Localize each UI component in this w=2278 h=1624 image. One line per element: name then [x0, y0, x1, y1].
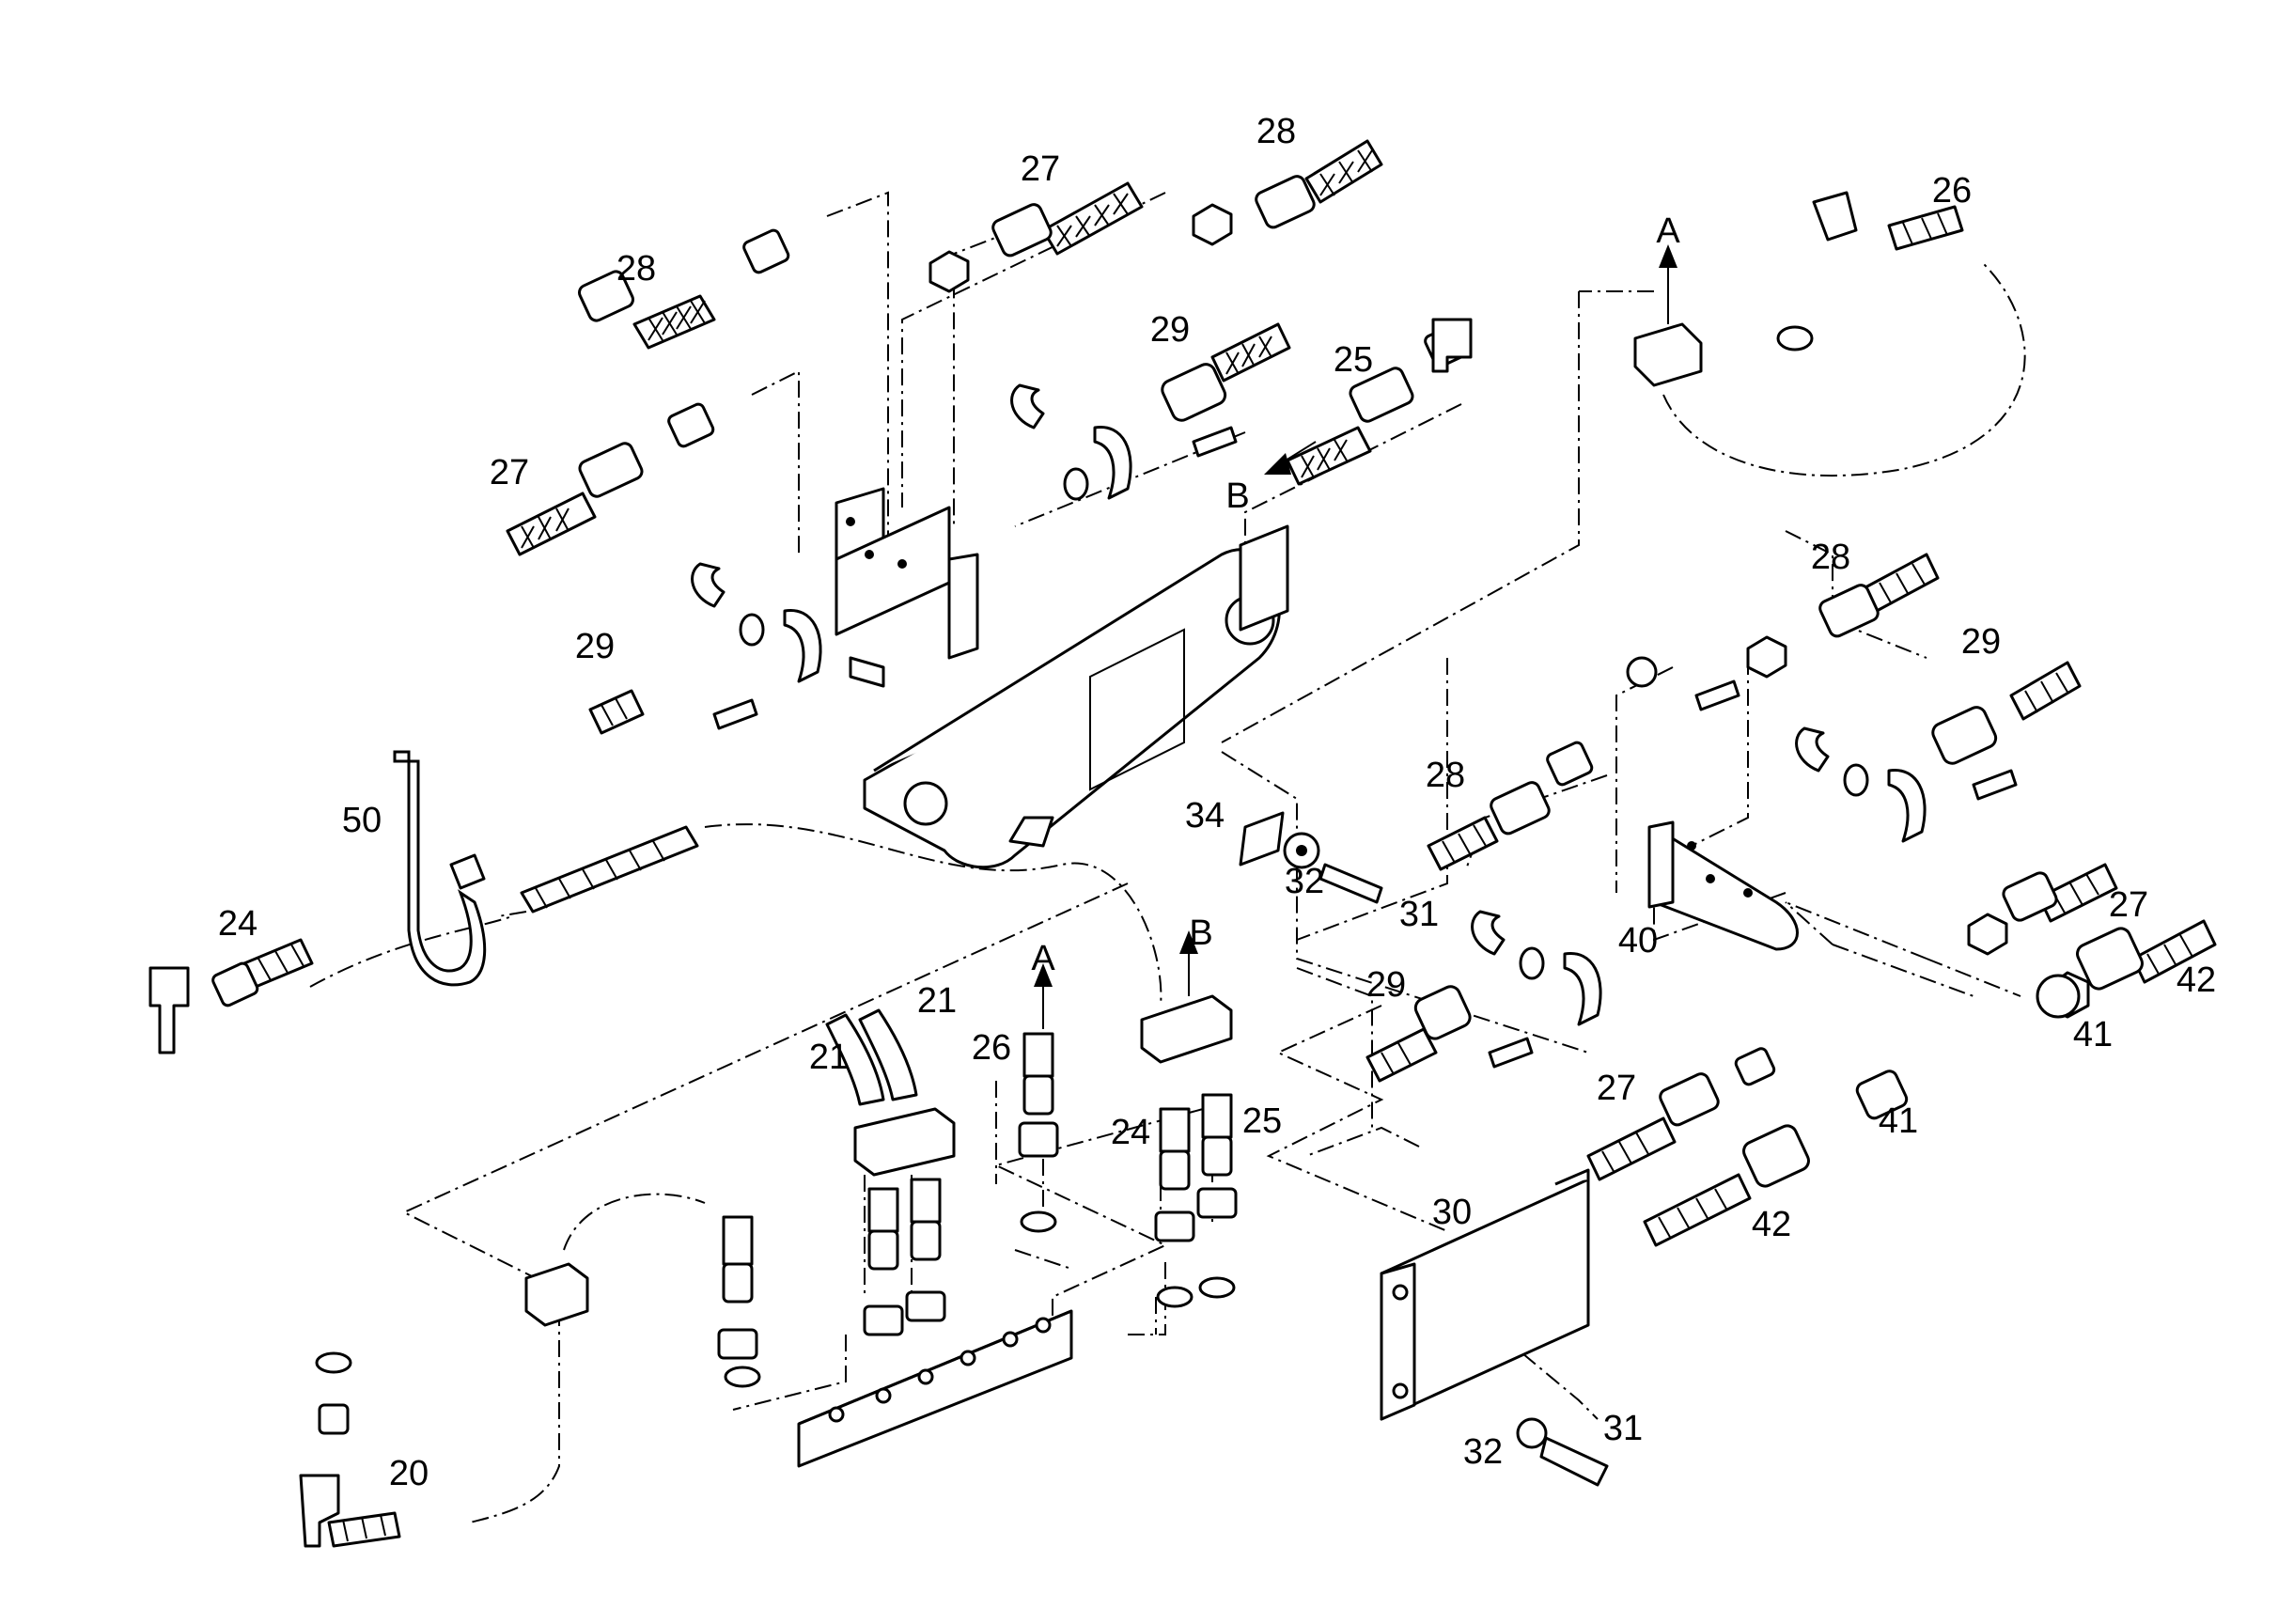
callout-24: 24: [1111, 1113, 1150, 1152]
callout-27: 27: [1021, 149, 1060, 189]
callout-50: 50: [342, 801, 382, 840]
callout-28: 28: [1811, 538, 1850, 577]
callout-27: 27: [2109, 885, 2148, 925]
callout-31: 31: [1399, 895, 1439, 934]
callout-A: A: [1656, 211, 1680, 251]
callout-27: 27: [490, 453, 529, 492]
callout-34: 34: [1185, 796, 1225, 835]
mounting-plates: [835, 487, 1799, 951]
callout-41: 41: [1879, 1101, 1918, 1141]
callout-24: 24: [218, 904, 257, 944]
callout-B: B: [1189, 914, 1212, 953]
callout-28: 28: [616, 249, 656, 289]
callout-29: 29: [1366, 965, 1406, 1005]
callout-29: 29: [1150, 310, 1190, 350]
callout-25: 25: [1334, 340, 1373, 380]
callout-21: 21: [809, 1038, 849, 1077]
callout-32: 32: [1463, 1432, 1503, 1472]
callout-42: 42: [2177, 960, 2216, 1000]
fittings-and-nuts: [148, 175, 2144, 1548]
bracket-30: [1380, 1168, 1590, 1421]
direction-arrows: [1034, 244, 1677, 1029]
callout-26: 26: [972, 1028, 1011, 1068]
callout-29: 29: [1961, 622, 2001, 662]
callout-40: 40: [1618, 921, 1658, 960]
manifold-bar: [797, 1309, 1073, 1468]
callout-31: 31: [1603, 1409, 1643, 1448]
junction-blocks: [524, 322, 1703, 1327]
callout-B: B: [1225, 476, 1249, 516]
callout-28: 28: [1256, 112, 1296, 151]
tube-50: [393, 750, 487, 987]
callout-30: 30: [1432, 1193, 1472, 1232]
callout-labels: 28 27 28 27 29 25 B A 26 29 28 29 28 34 …: [218, 112, 2216, 1493]
callout-25: 25: [1242, 1101, 1282, 1141]
callout-A: A: [1031, 939, 1055, 978]
callout-27: 27: [1597, 1069, 1636, 1108]
callout-29: 29: [575, 627, 615, 666]
callout-32: 32: [1285, 862, 1324, 901]
leader-lines: [309, 191, 2026, 1523]
callout-21: 21: [917, 981, 957, 1021]
callout-26: 26: [1932, 171, 1972, 211]
braided-hoses: [242, 139, 2217, 1548]
callout-42: 42: [1752, 1205, 1791, 1244]
callout-41: 41: [2073, 1015, 2113, 1054]
callout-20: 20: [389, 1454, 429, 1493]
callout-28: 28: [1426, 756, 1465, 795]
